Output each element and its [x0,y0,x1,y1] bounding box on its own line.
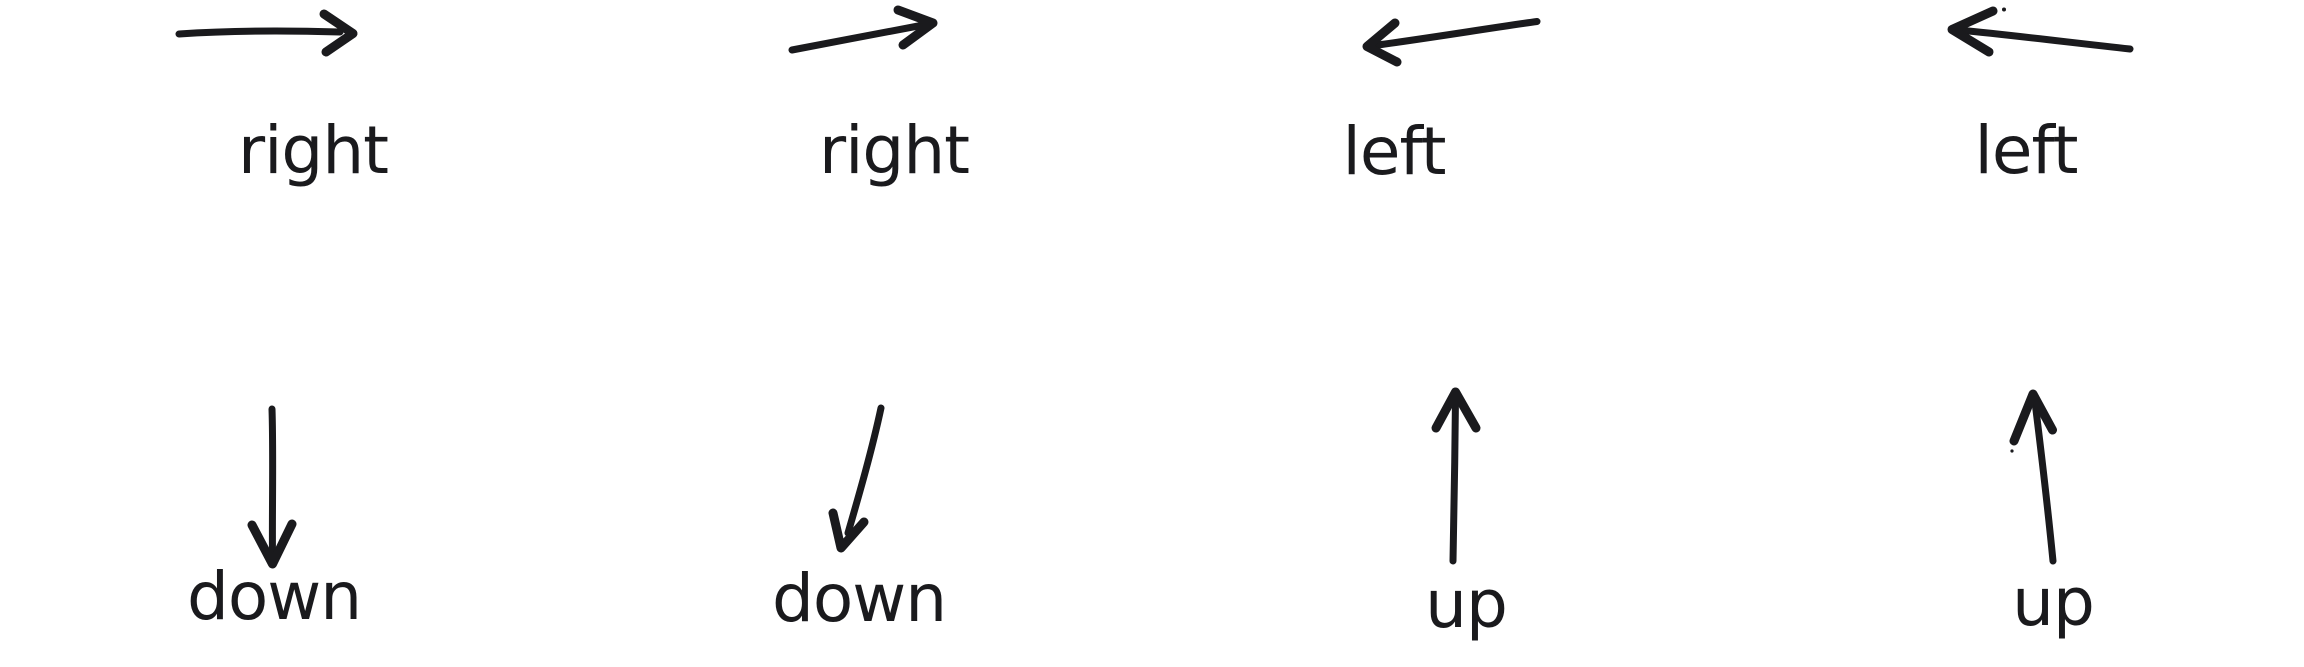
direction-label-up-1: up [1425,566,1508,643]
direction-label-left-1: left [1342,113,1447,190]
direction-label-down-1: down [186,558,362,635]
ink-speck [2002,7,2006,12]
arrow-right-tilted-icon [788,5,938,54]
arrow-left-tilted-icon [1947,6,2134,57]
direction-label-down-2: down [771,560,947,637]
arrow-down-tilted-icon [828,404,885,553]
direction-label-right-1: right [237,112,389,189]
arrow-up-icon [1431,387,1481,565]
ink-speck [2010,449,2014,453]
arrow-left-icon [1362,18,1541,67]
direction-label-right-2: right [818,112,970,189]
arrow-up-tilted-icon [2009,389,2057,565]
direction-label-left-2: left [1974,112,2079,189]
direction-label-up-2: up [2012,564,2095,641]
arrow-right-icon [175,9,358,57]
arrow-down-icon [247,405,297,569]
